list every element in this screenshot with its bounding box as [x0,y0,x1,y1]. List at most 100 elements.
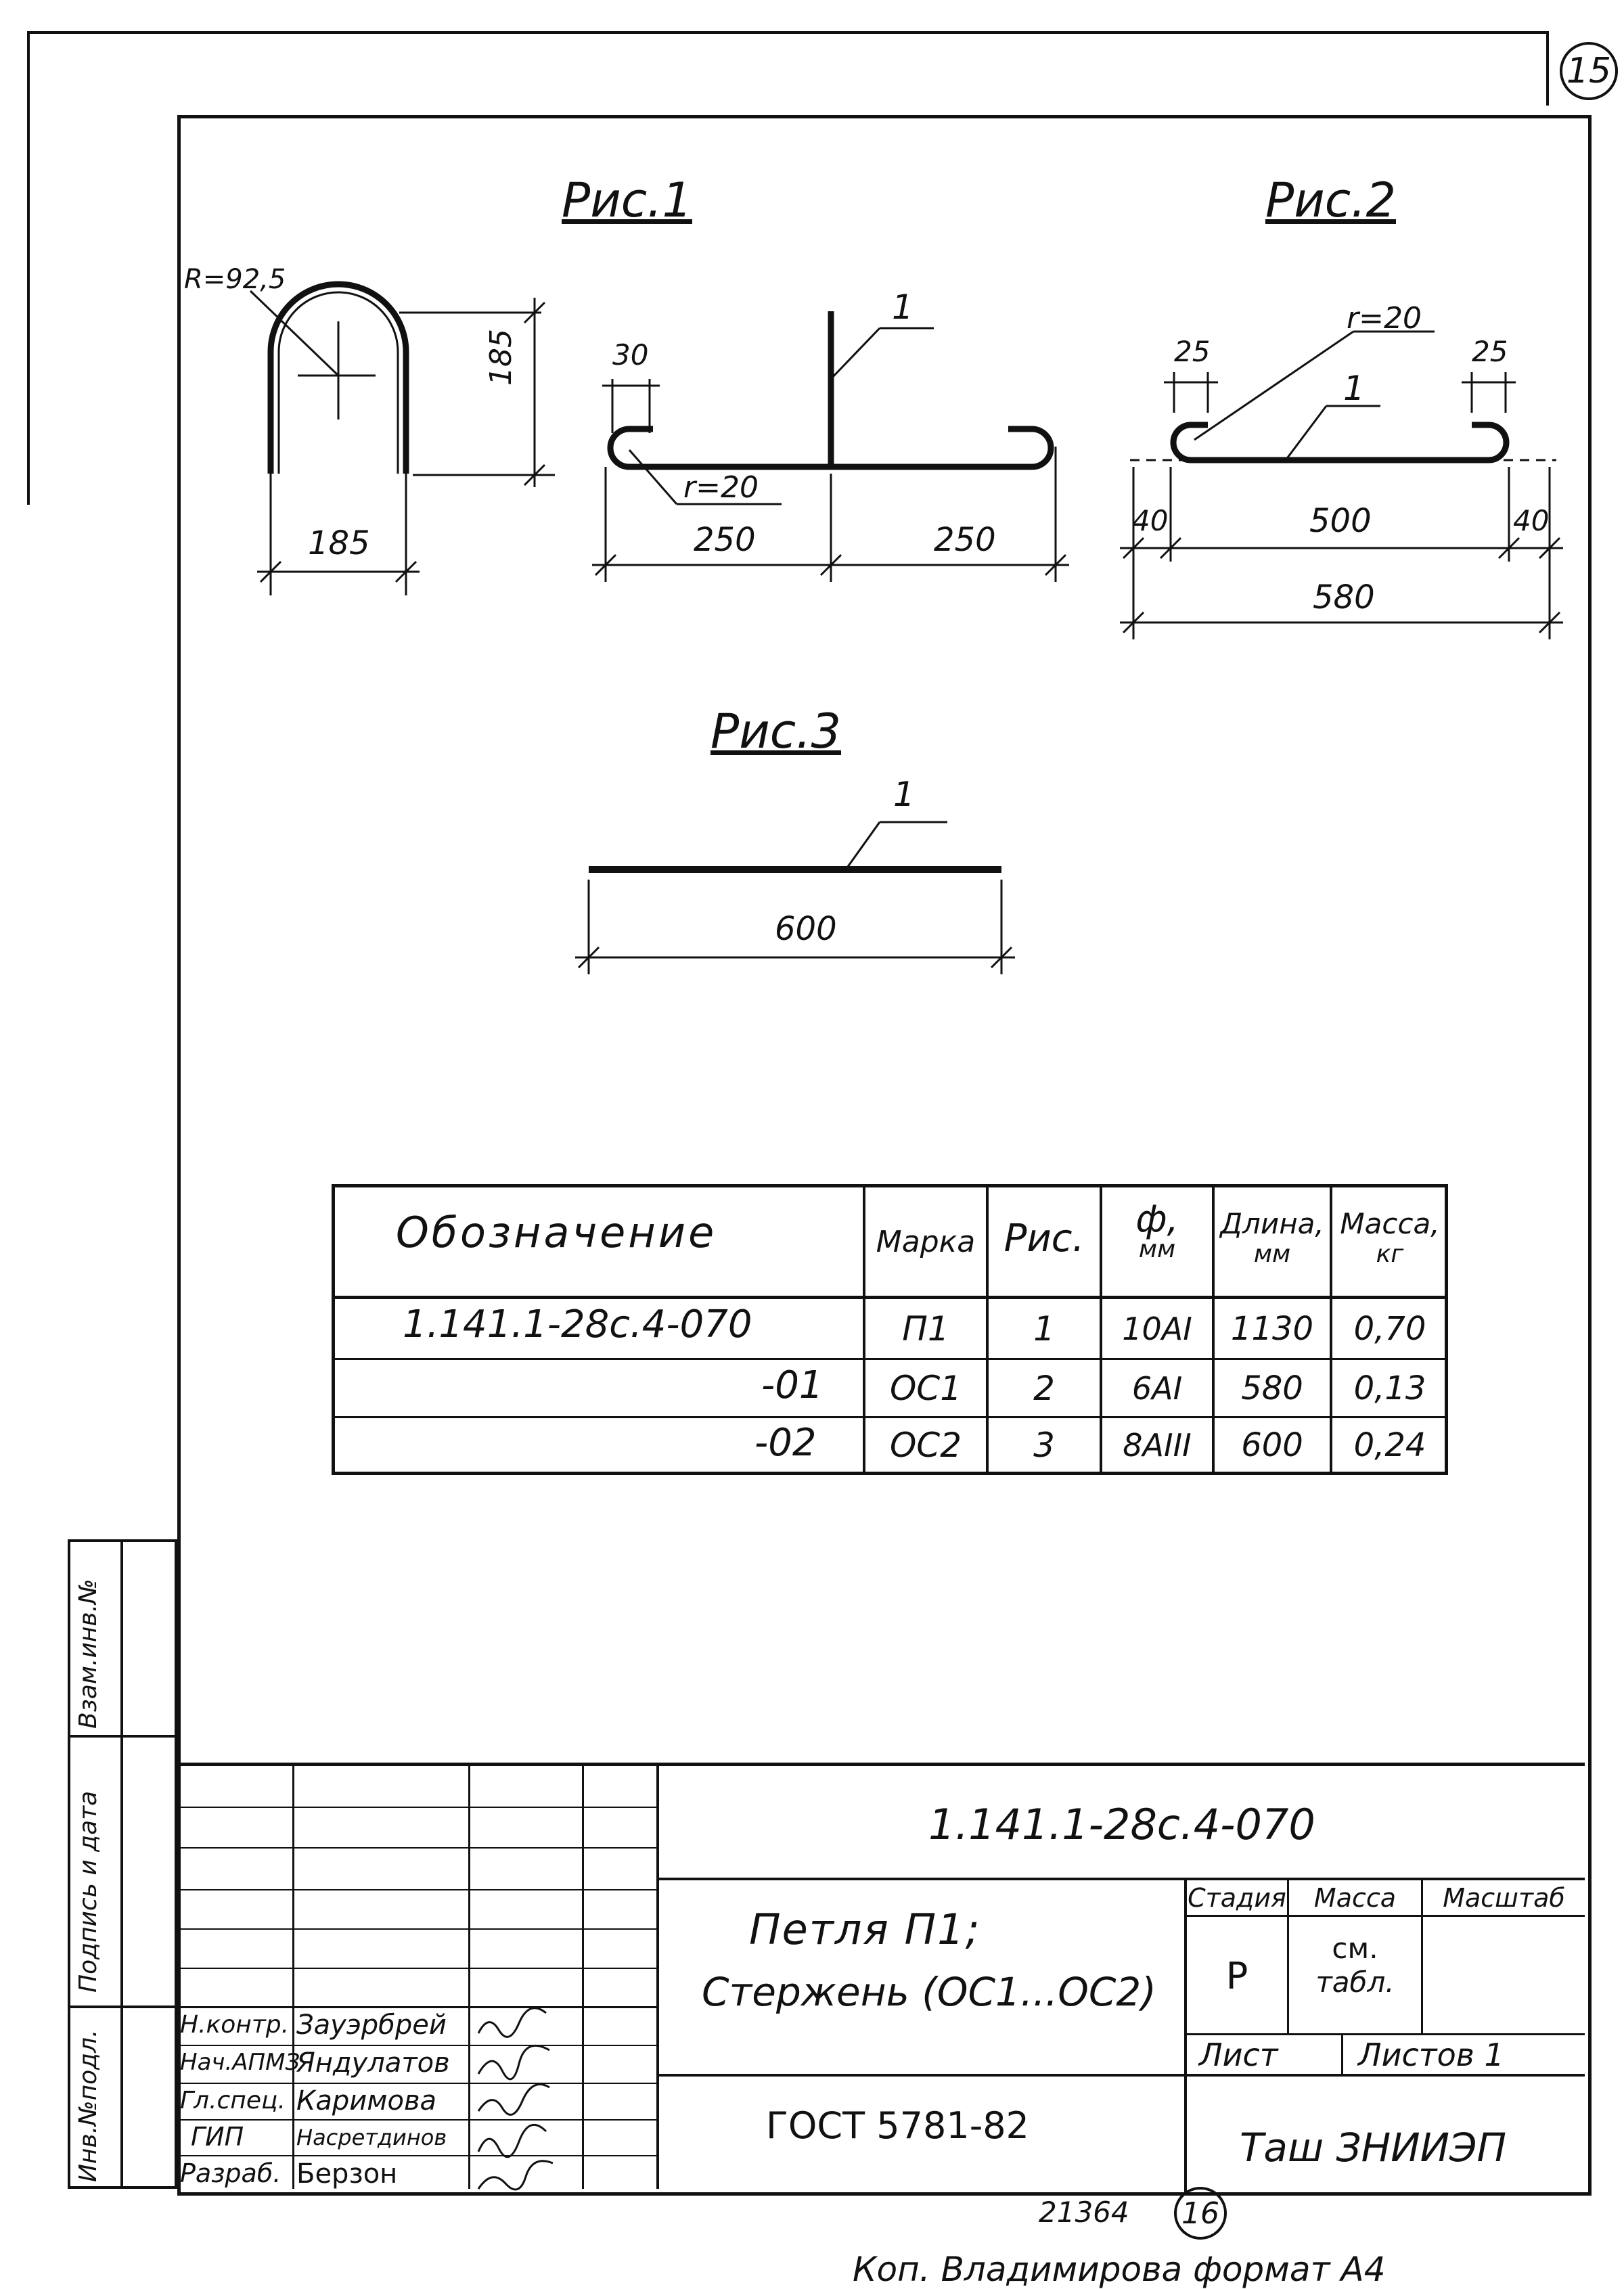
header-diameter-label: ф, [1135,1198,1179,1240]
fig3-callout-leader [844,821,881,870]
fig2-r-leader [1194,330,1354,441]
organization-label: Таш ЗНИИЭП [1240,2125,1507,2171]
left-margin-inv-podl: Инв.№подл. [74,2029,102,2182]
mass-value-line2: табл. [1315,1966,1395,1999]
header-diameter-unit: мм [1138,1236,1176,1263]
sheet-number-circle: 15 [1560,42,1618,100]
left-margin-box [68,1539,177,2189]
fig3-callout-label: 1 [893,775,915,814]
fig3-length-label: 600 [775,910,837,948]
fig1-height-label: 185 [484,329,518,386]
fig1-dim-left-label: 250 [694,521,756,559]
fig3-title: Рис.3 [710,704,841,759]
fig2-t4 [1538,537,1561,560]
fig2-total-label: 580 [1313,579,1375,616]
header-diameter: ф, мм [1102,1201,1212,1262]
bottom-page: 16 [1181,2196,1219,2231]
fig1-hook-dim-label: 30 [612,338,649,371]
sheet-number-top: 15 [1566,51,1612,91]
fig1-hook-radius-label: r=20 [683,470,759,505]
fig1-tick-b [523,463,546,486]
fig1-title: Рис.1 [562,173,692,228]
fig2-t3 [1497,537,1520,560]
row3-mass: 0,24 [1353,1426,1426,1464]
row1-designation: 1.141.1-28с.4-070 [403,1302,752,1346]
scale-label: Масштаб [1443,1883,1565,1913]
fig1-tick-r [394,560,418,583]
left-margin-podpis: Подпись и дата [74,1790,102,1993]
header-fig: Рис. [1003,1216,1085,1261]
sig-name-5: Берзон [296,2158,398,2190]
bottom-page-circle: 16 [1174,2187,1227,2240]
title-name-line1: Петля П1; [749,1905,981,1954]
sheets-label: Листов 1 [1358,2037,1504,2073]
sig-name-2: Яндулатов [296,2047,450,2079]
fig3-t2 [990,946,1013,969]
sig-role-2: Нач.АПМЗ [180,2049,300,2076]
fig2-hook-right-label: 25 [1472,335,1508,368]
fig1-plan-hook-left [607,426,653,470]
mass-label: Масса [1313,1883,1397,1913]
fig2-title: Рис.2 [1265,173,1396,228]
row1-mark: П1 [902,1309,949,1349]
header-length-unit: мм [1253,1240,1291,1269]
header-length-label: Длина, [1220,1207,1324,1240]
sig-role-3: Гл.спец. [180,2087,286,2114]
row3-length: 600 [1241,1426,1303,1464]
fig2-end-left-label: 40 [1132,504,1169,537]
sig-role-1: Н.контр. [180,2011,290,2039]
fig2-t5 [1122,611,1145,634]
sig-name-1: Зауэрбрей [296,2010,447,2041]
fig1-tick-t [523,301,546,324]
main-frame [177,115,1592,2196]
fig1-tick-l [259,560,282,583]
row2-mark: ОС1 [889,1368,962,1408]
header-mass: Масса, кг [1332,1207,1447,1269]
fig2-mid-label: 500 [1309,502,1372,540]
row3-designation: -02 [754,1421,817,1465]
stage-value: Р [1225,1954,1248,1997]
bottom-number: 21364 [1039,2196,1129,2229]
sig-role-4: ГИП [191,2122,244,2152]
fig3-t1 [577,946,600,969]
row2-diameter: 6АI [1131,1369,1183,1407]
title-code: 1.141.1-28с.4-070 [928,1800,1315,1849]
fig1-callout-label: 1 [892,288,914,327]
fig1-width-label: 185 [308,524,370,562]
row3-diameter: 8АIII [1123,1427,1192,1464]
mass-value-line1: см. [1332,1932,1378,1965]
fig2-hook-radius-label: r=20 [1347,301,1422,336]
fig2-t6 [1538,611,1561,634]
standard-label: ГОСТ 5781-82 [766,2104,1029,2147]
stage-label: Стадия [1188,1883,1286,1913]
fig2-hook-left [1170,422,1208,463]
fig1-dim-t1 [594,553,617,576]
title-block: 1.141.1-28с.4-070 Петля П1; Стержень (ОС… [177,1763,1585,2192]
row1-mass: 0,70 [1353,1309,1426,1348]
row1-diameter: 10АI [1122,1310,1192,1347]
row2-mass: 0,13 [1353,1369,1426,1407]
fig2-hook-right [1472,422,1510,463]
fig1-r-leader [628,449,678,505]
fig1-radius-label: R=92,5 [184,264,286,295]
bottom-note: Коп. Владимирова формат А4 [853,2250,1386,2289]
sig-name-3: Каримова [296,2085,437,2116]
fig1-u-loop [267,281,409,474]
fig1-dim-t3 [1044,553,1067,576]
outer-frame-left-line [27,31,30,505]
header-mark: Марка [876,1224,976,1259]
row3-mark: ОС2 [889,1426,962,1465]
fig2-hook-left-label: 25 [1174,335,1211,368]
row2-designation: -01 [761,1363,824,1407]
row2-length: 580 [1241,1369,1303,1407]
row2-fig: 2 [1033,1368,1055,1408]
sig-role-5: Разраб. [180,2158,281,2188]
outer-frame-right-line [1546,31,1549,106]
fig2-callout-label: 1 [1343,369,1365,408]
row1-length: 1130 [1230,1309,1314,1348]
outer-frame-top-line [27,31,1546,34]
fig2-t2 [1159,537,1182,560]
fig2-callout-leader [1284,405,1328,461]
spec-table: Обозначение Марка Рис. ф, мм Длина, мм М… [332,1184,1448,1475]
fig2-end-right-label: 40 [1513,504,1550,537]
